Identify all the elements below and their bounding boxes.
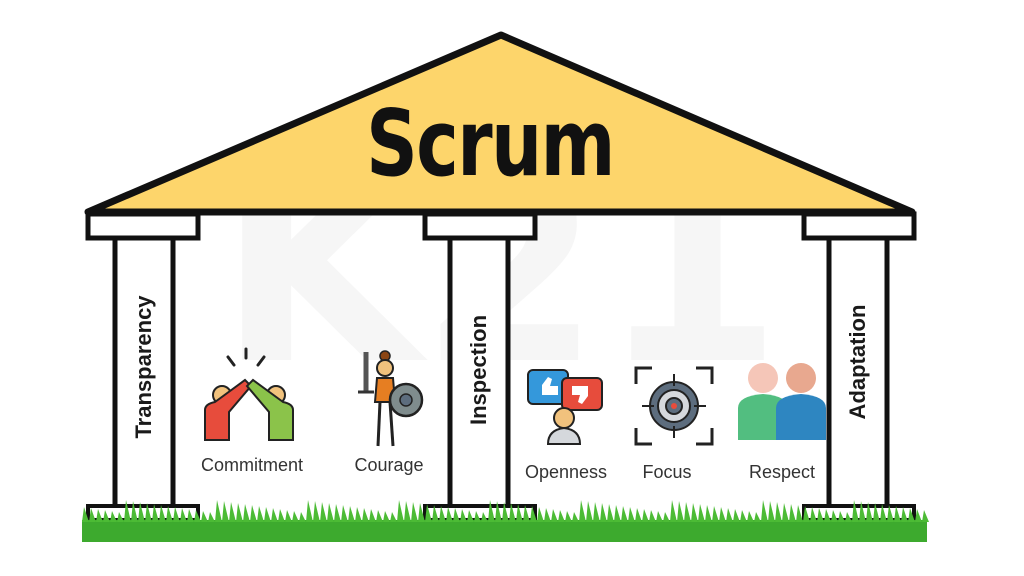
pillar-capital-center bbox=[422, 211, 538, 241]
value-label-openness: Openness bbox=[524, 462, 608, 482]
pillar-label-adaptation: Adaptation bbox=[845, 304, 870, 420]
pillar-label-inspection: Inspection bbox=[466, 314, 491, 426]
pillar-column-center bbox=[447, 235, 511, 513]
value-label-respect: Respect bbox=[748, 462, 816, 482]
pillar-capital-left bbox=[85, 211, 201, 241]
value-label-commitment: Commitment bbox=[200, 455, 304, 475]
pillar-capital-right bbox=[801, 211, 917, 241]
warrior-icon bbox=[358, 350, 424, 447]
high-five-icon bbox=[204, 347, 294, 441]
grass bbox=[82, 500, 929, 542]
feedback-icon bbox=[527, 369, 603, 445]
diagram-title: Scrum bbox=[366, 90, 615, 197]
target-icon bbox=[634, 366, 714, 446]
value-label-courage: Courage bbox=[354, 455, 424, 475]
pillar-column-right bbox=[826, 235, 890, 513]
pillar-column-left bbox=[112, 235, 176, 513]
people-icon bbox=[738, 363, 826, 440]
value-label-focus: Focus bbox=[642, 462, 692, 482]
pillar-label-transparency: Transparency bbox=[131, 295, 156, 439]
